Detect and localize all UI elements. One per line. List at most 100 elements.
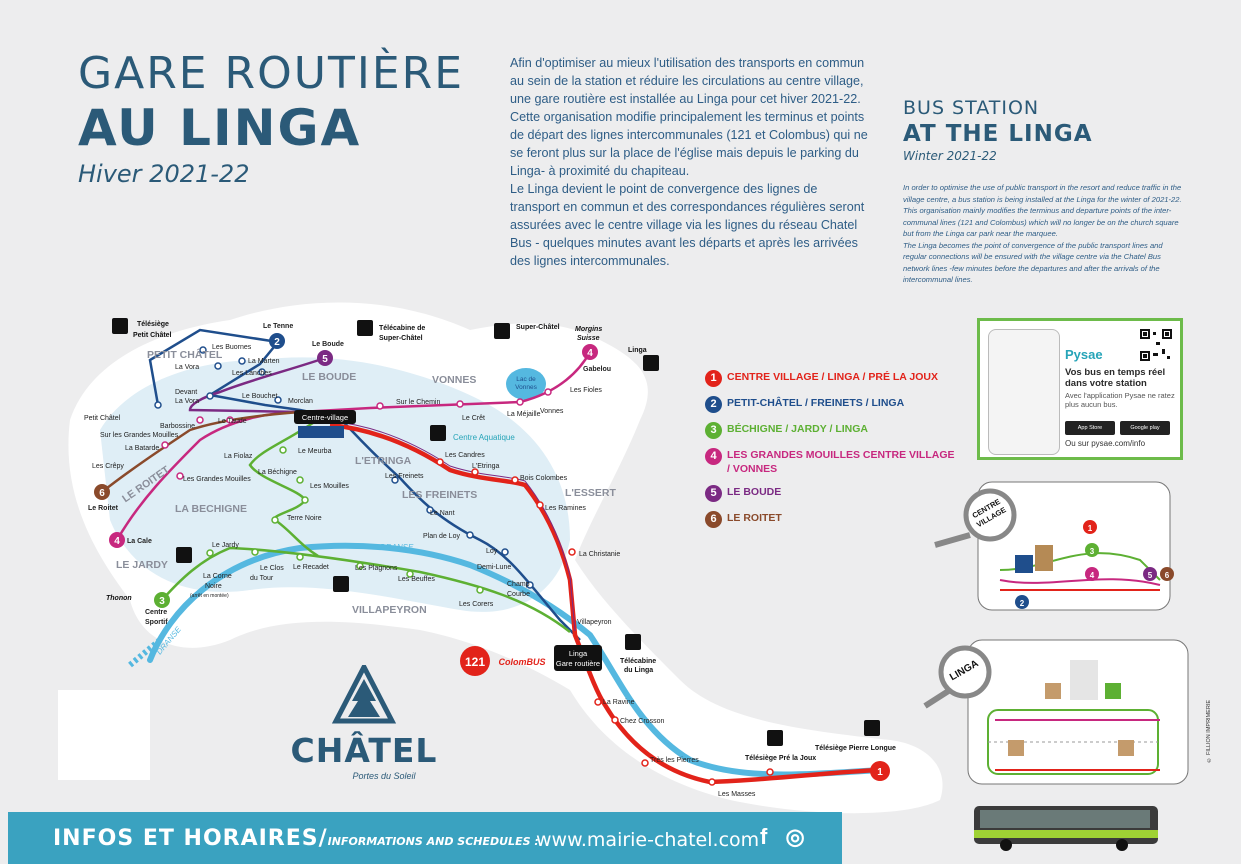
intro-english: In order to optimise the use of public t… bbox=[903, 182, 1183, 286]
stop-la-corne-note: (arrêt en montée) bbox=[190, 593, 229, 599]
stop-la-fiolaz: La Fiolaz bbox=[224, 453, 253, 460]
lift-thonon: Thonon bbox=[106, 595, 132, 602]
footer-social: f ◎ bbox=[760, 824, 805, 850]
title-line2: AU LINGA bbox=[78, 99, 362, 157]
stop-villapeyron: Villapeyron bbox=[577, 619, 612, 626]
hub-icons bbox=[298, 426, 344, 438]
lift-super-chatel-small: Super-Châtel bbox=[516, 324, 560, 331]
pysae-url[interactable]: Ou sur pysae.com/info bbox=[1065, 439, 1146, 448]
stop-morclan: Morclan bbox=[288, 398, 313, 405]
stop-le-tenne: Le Tenne bbox=[263, 323, 293, 330]
stop-la-mejaille: La Méjaille bbox=[507, 411, 541, 418]
chatel-logo: CHÂTEL Portes du Soleil bbox=[284, 661, 444, 795]
hub-linga-label2: Gare routière bbox=[556, 659, 600, 668]
main-title: GARE ROUTIÈRE AU LINGA Hiver 2021-22 bbox=[78, 50, 464, 190]
legend-line-1-label: CENTRE VILLAGE / LINGA / PRÉ LA JOUX bbox=[727, 371, 938, 383]
legend-line-4: 4 LES GRANDES MOUILLES CENTRE VILLAGE / … bbox=[705, 448, 955, 476]
line-legend: 1 CENTRE VILLAGE / LINGA / PRÉ LA JOUX 2… bbox=[705, 370, 955, 537]
title-en-line1: BUS STATION bbox=[903, 97, 1040, 119]
legend-line-5-badge: 5 bbox=[705, 485, 722, 502]
intro-french: Afin d'optimiser au mieux l'utilisation … bbox=[510, 54, 870, 270]
svg-text:1: 1 bbox=[1088, 524, 1093, 533]
area-la-bechigne: LA BECHIGNE bbox=[175, 503, 247, 515]
stop-la-cale: La Cale bbox=[127, 538, 152, 545]
blank-panel bbox=[58, 690, 150, 780]
stop-les-masses: Les Masses bbox=[718, 791, 756, 798]
stop-markers-red bbox=[436, 458, 774, 786]
footer-sub: INFORMATIONS AND SCHEDULES : bbox=[327, 835, 539, 848]
chatel-name: CHÂTEL bbox=[290, 731, 438, 770]
badge-121-label: 121 bbox=[465, 655, 485, 669]
printer-credit: © FILLION IMPRIMERIE bbox=[1206, 700, 1212, 763]
area-villapeyron: VILLAPEYRON bbox=[352, 604, 427, 616]
hub-linga-label1: Linga bbox=[569, 649, 588, 658]
app-store-badge[interactable]: App Store bbox=[1065, 421, 1115, 435]
stop-centre-sportif: Centre bbox=[145, 609, 167, 616]
stop-la-christanie: La Christanie bbox=[579, 551, 620, 558]
intro-fr-p1: Afin d'optimiser au mieux l'utilisation … bbox=[510, 56, 865, 106]
line-6-route bbox=[101, 410, 301, 493]
title-line1: GARE ROUTIÈRE bbox=[78, 48, 464, 99]
stop-la-bechigne: La Béchigne bbox=[258, 469, 297, 476]
stop-les-beuffes: Les Beuffes bbox=[398, 576, 435, 583]
footer-url[interactable]: www.mairie-chatel.com bbox=[536, 829, 760, 851]
zoom-centre-village: CENTRE VILLAGE 1 3 4 5 6 2 bbox=[934, 481, 1174, 611]
lac-de-vonnes bbox=[506, 368, 546, 400]
svg-text:La Vora: La Vora bbox=[175, 398, 199, 405]
stop-les-grandes-mouilles: Les Grandes Mouilles bbox=[183, 476, 251, 483]
svg-text:5: 5 bbox=[1148, 571, 1153, 580]
stop-les-lanches: Les Lanches bbox=[232, 370, 272, 377]
stop-le-jardy: Le Jardy bbox=[212, 542, 239, 549]
stop-les-buornes: Les Buornes bbox=[212, 344, 252, 351]
google-play-badge[interactable]: Google play bbox=[1120, 421, 1170, 435]
stop-markers bbox=[154, 346, 534, 589]
stop-barbossine: Barbossine bbox=[160, 423, 195, 430]
svg-text:3: 3 bbox=[1090, 547, 1095, 556]
area-letringa: L'ETRINGA bbox=[355, 455, 412, 467]
intro-en-p3: The Linga becomes the point of convergen… bbox=[903, 240, 1163, 285]
instagram-icon[interactable]: ◎ bbox=[785, 824, 805, 849]
hub-centre-village bbox=[294, 410, 356, 424]
chatel-tagline: Portes du Soleil bbox=[352, 771, 416, 781]
stop-le-boude: Le Boude bbox=[312, 341, 344, 348]
centre-aquatique-label: Centre Aquatique bbox=[453, 433, 515, 442]
qr-code-icon bbox=[1140, 329, 1172, 361]
facebook-icon[interactable]: f bbox=[760, 824, 768, 849]
valley-area-light bbox=[100, 357, 570, 612]
stop-la-corne-noire: La Corne bbox=[203, 573, 232, 580]
area-vonnes: VONNES bbox=[432, 374, 476, 386]
intro-en-p2: This organisation mainly modifies the te… bbox=[903, 206, 1179, 238]
lift-labels: Télésiège Petit Châtel Télécabine de Sup… bbox=[106, 321, 896, 762]
lift-pre-la-joux: Télésiège Pré la Joux bbox=[745, 755, 816, 762]
legend-line-2: 2 PETIT-CHÂTEL / FREINETS / LINGA bbox=[705, 396, 955, 413]
lift-linga: Linga bbox=[628, 347, 647, 354]
pysae-brand: Pysae bbox=[1065, 347, 1103, 362]
stop-les-crepy: Les Crêpy bbox=[92, 463, 124, 470]
stop-la-batarde: La Batarde bbox=[125, 445, 159, 452]
intro-en-p1: In order to optimise the use of public t… bbox=[903, 183, 1182, 204]
terminal-badges: 2 5 4 6 4 3 1 bbox=[94, 333, 890, 781]
lift-pierre-longue: Télésiège Pierre Longue bbox=[815, 745, 896, 752]
intro-fr-p3: Le Linga devient le point de convergence… bbox=[510, 182, 865, 268]
svg-text:2: 2 bbox=[1020, 599, 1025, 608]
svg-text:du Linga: du Linga bbox=[624, 667, 653, 674]
svg-text:4: 4 bbox=[114, 536, 120, 547]
badge-121 bbox=[460, 646, 490, 676]
legend-line-5-label: LE BOUDE bbox=[727, 486, 782, 498]
pysae-promo: Pysae Vos bus en temps réel dans votre s… bbox=[977, 318, 1183, 460]
dranse-river-dash bbox=[128, 637, 162, 668]
stop-petit-chatel: Petit Châtel bbox=[84, 415, 121, 422]
svg-text:Suisse: Suisse bbox=[577, 335, 600, 342]
dranse-river bbox=[147, 542, 883, 778]
area-le-boude: LE BOUDE bbox=[302, 371, 356, 383]
legend-line-1-badge: 1 bbox=[705, 370, 722, 387]
stop-les-ramines: Les Ramines bbox=[545, 505, 586, 512]
svg-text:3: 3 bbox=[159, 596, 165, 607]
legend-line-1: 1 CENTRE VILLAGE / LINGA / PRÉ LA JOUX bbox=[705, 370, 955, 387]
pysae-headline: Vos bus en temps réel dans votre station bbox=[1065, 367, 1166, 389]
lift-petit-chatel: Télésiège bbox=[137, 321, 169, 328]
zoom-linga: LINGA bbox=[923, 639, 1189, 785]
stop-le-roitet: Le Roitet bbox=[88, 505, 119, 512]
stop-le-clos-du-tour: Le Clos bbox=[260, 565, 284, 572]
